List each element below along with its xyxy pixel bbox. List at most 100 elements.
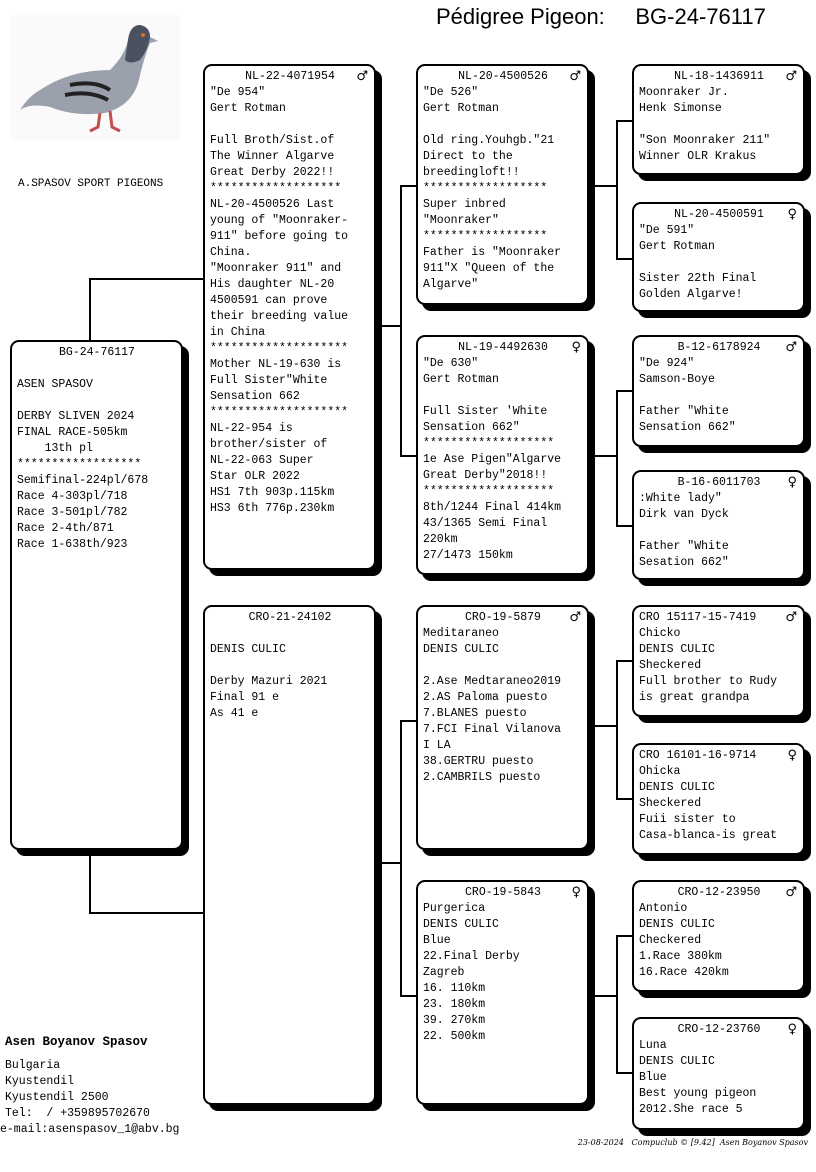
connector-line [616, 525, 632, 527]
card-text-line [210, 658, 370, 674]
card-text-line: Full Sister 'White [423, 405, 548, 418]
card-text-line: brother/sister of [210, 438, 328, 451]
card-text-line [423, 388, 583, 404]
card-text-line [17, 361, 177, 377]
card-text-line: China. [210, 246, 252, 259]
connector-line [616, 660, 618, 800]
ring-number-row: CRO 15117-15-7419♂ [639, 610, 799, 626]
pigeon-card-sss[interactable]: NL-18-1436911♂Moonraker Jr.Henk Simonse"… [632, 64, 805, 175]
card-text-line: DENIS CULIC [423, 918, 499, 931]
connector-line [616, 258, 632, 260]
connector-line [616, 1072, 632, 1074]
card-text-line: Race 1-638th/923 [17, 538, 128, 551]
connector-line [589, 725, 617, 727]
male-icon: ♂ [785, 69, 797, 84]
ring-number-row: B-16-6011703♀ [639, 475, 799, 491]
card-text-line: DENIS CULIC [639, 918, 715, 931]
card-text-line: 911" before going to [210, 230, 349, 243]
card-text-line: Zagreb [423, 966, 465, 979]
card-text-line: 8th/1244 Final 414km [423, 501, 562, 514]
card-text-line: 2.AS Paloma puesto [423, 691, 548, 704]
card-text-line: Sheckered [639, 797, 702, 810]
card-text-line: :White lady" [639, 492, 722, 505]
ring-number: CRO-21-24102 [248, 611, 332, 624]
card-text-line: "De 924" [639, 357, 695, 370]
card-text-line: 911"X "Queen of the [423, 262, 555, 275]
card-text-line: Winner OLR Krakus [639, 150, 757, 163]
card-text-line: Blue [639, 1071, 667, 1084]
female-icon: ♀ [787, 1022, 797, 1037]
card-text-line: ASEN SPASOV [17, 378, 93, 391]
owner-tel: Tel: / +359895702670 [5, 1107, 150, 1120]
card-text-line: Sensation 662" [423, 421, 520, 434]
ring-number-row: B-12-6178924♂ [639, 340, 799, 356]
card-text-line: Race 4-303pl/718 [17, 490, 128, 503]
card-text-line: Sister 22th Final [639, 272, 757, 285]
card-text-line [639, 523, 799, 539]
card-text-line [639, 255, 799, 271]
connector-line [89, 912, 203, 914]
card-text-line: Blue [423, 934, 451, 947]
card-text-line: Father "White [639, 540, 729, 553]
card-text-line [423, 117, 583, 133]
card-text-line: DENIS CULIC [210, 643, 286, 656]
card-text-line: their breeding value [210, 310, 349, 323]
card-text-line: 16.Race 420km [639, 966, 729, 979]
card-text-line: Luna [639, 1039, 667, 1052]
ring-number: CRO-12-23950 [677, 886, 761, 899]
female-icon: ♀ [571, 340, 581, 355]
connector-line [616, 120, 618, 258]
card-text-line: 27/1473 150km [423, 549, 513, 562]
card-text-line: 2012.She race 5 [639, 1103, 743, 1116]
female-icon: ♀ [787, 475, 797, 490]
card-text-line: HS3 6th 776p.230km [210, 502, 335, 515]
connector-line [400, 185, 402, 457]
ring-number: CRO-12-23760 [677, 1023, 761, 1036]
title-ring: BG-24-76117 [635, 4, 766, 29]
card-text-line [639, 117, 799, 133]
card-text-line: Henk Simonse [639, 102, 722, 115]
connector-line [616, 390, 618, 527]
card-text-line: Gert Rotman [639, 240, 715, 253]
card-text-line: 38.GERTRU puesto [423, 755, 534, 768]
card-text-line: young of "Moonraker- [210, 214, 349, 227]
card-text-line: 1.Race 380km [639, 950, 722, 963]
card-text-line: Gert Rotman [210, 102, 286, 115]
card-text-line: Derby Mazuri 2021 [210, 675, 328, 688]
page-title: Pédigree Pigeon: BG-24-76117 [436, 4, 766, 30]
ring-number-row: CRO-21-24102 [210, 610, 370, 626]
card-text-line: Best young pigeon [639, 1087, 757, 1100]
card-text-line: Chicko [639, 627, 681, 640]
card-text-line: Father "White [639, 405, 729, 418]
card-text-line: NL-22-954 is [210, 422, 293, 435]
card-text-line: Semifinal-224pl/678 [17, 474, 149, 487]
card-text-line: ******************** [210, 342, 349, 355]
card-text-line: HS1 7th 903p.115km [210, 486, 335, 499]
footer-date: 23-08-2024 [577, 1138, 624, 1147]
card-text-line: DENIS CULIC [639, 1055, 715, 1068]
card-text-line [17, 393, 177, 409]
card-text-line: 1e Ase Pigen"Algarve [423, 453, 562, 466]
card-text-line: Gert Rotman [423, 373, 499, 386]
card-text-line [639, 388, 799, 404]
card-text-line: ******************* [210, 182, 342, 195]
card-text-line: breedingloft!! [423, 166, 520, 179]
male-icon: ♂ [569, 69, 581, 84]
card-text-line: "Moonraker 911" and [210, 262, 342, 275]
card-text-line: 16. 110km [423, 982, 486, 995]
owner-name: Asen Boyanov Spasov [5, 1035, 148, 1049]
